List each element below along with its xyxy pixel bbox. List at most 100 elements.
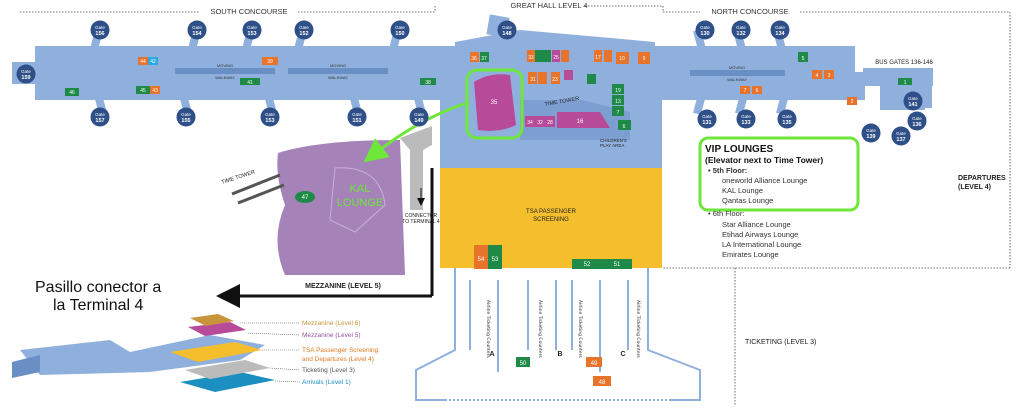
- legend-item: Mezzanine (Level 5): [302, 332, 361, 339]
- shop-label: 54: [478, 257, 485, 263]
- kal-lounge-label: LOUNGE: [337, 197, 383, 209]
- gate-word: Gate: [700, 25, 710, 30]
- shop-label: 6: [756, 88, 759, 94]
- moving-walkway-label: MOVING: [330, 63, 346, 68]
- legend-item: Mezzanine (Level 6): [302, 320, 361, 327]
- gate-number: 131: [702, 120, 711, 126]
- tsa-title: TSA PASSENGER: [526, 209, 577, 215]
- gate-circle: [390, 20, 410, 40]
- connector-to-terminal-4: CONNECTOR TO TERMINAL 4: [216, 126, 440, 308]
- connector-label: TO TERMINAL 4: [402, 219, 440, 225]
- shop-label: 5: [802, 56, 805, 62]
- gate-word: Gate: [741, 114, 751, 119]
- south-concourse-label: SOUTH CONCOURSE: [210, 7, 287, 16]
- shop-label: 16: [577, 119, 584, 125]
- shop-label: 36: [471, 56, 477, 62]
- mezzanine-level-5: KAL LOUNGE 47 TIME TOWER MEZZANINE (LEVE…: [221, 140, 405, 290]
- gate-circle: [294, 20, 314, 40]
- shop-label: 1: [904, 80, 907, 86]
- gate-number: 133: [741, 120, 750, 126]
- gate-number: 153: [247, 31, 256, 37]
- gate-number: 134: [775, 31, 785, 37]
- south-walkways: MOVING WALKWAY MOVING WALKWAY: [175, 63, 388, 80]
- north-concourse-label: NORTH CONCOURSE: [711, 7, 788, 16]
- shop-label: 4: [816, 73, 819, 79]
- gate-number: 159: [21, 75, 30, 81]
- shop-label: 13: [615, 99, 621, 105]
- shop-label: 34: [527, 120, 533, 126]
- shop-label: 35: [491, 100, 498, 106]
- annotation-line-2: la Terminal 4: [53, 297, 144, 314]
- ticketing-counter-label: Airline Ticketing Counters: [577, 300, 583, 358]
- ticketing-counter-label: Airline Ticketing Counters: [537, 300, 543, 358]
- gate-circle: [409, 107, 429, 127]
- gate-word: Gate: [95, 112, 105, 117]
- gate-word: Gate: [181, 112, 191, 117]
- gate-circle: [347, 107, 367, 127]
- legend-item: and Departures (Level 4): [302, 356, 374, 363]
- gate-circle: [903, 91, 923, 111]
- moving-walkway-label: WALKWAY: [215, 75, 235, 80]
- gate-word: Gate: [265, 112, 275, 117]
- south-concourse-shops: 46 44 42 45 43 41 39 38: [65, 57, 436, 96]
- gate-number: 155: [181, 118, 190, 124]
- great-hall-shops: 33 25 17 10 9 31 23 34 32 28 16 19 13 7 …: [470, 50, 650, 130]
- shop-label: 6: [623, 124, 626, 130]
- departures-label: DEPARTURES: [958, 175, 1006, 182]
- gate-number: 137: [896, 137, 905, 143]
- shop-label: 45: [140, 88, 146, 94]
- gate-circle: [891, 126, 911, 146]
- vip-subtitle: (Elevator next to Time Tower): [705, 155, 823, 165]
- vip-lounge-item: Etihad Airways Lounge: [722, 230, 798, 239]
- shop-label: 38: [425, 80, 431, 86]
- vip-title: VIP LOUNGES: [705, 144, 773, 155]
- shop-label: 46: [69, 90, 75, 96]
- shop-label: 19: [615, 88, 621, 94]
- vip-lounge-item: Star Alliance Lounge: [722, 220, 791, 229]
- mezzanine-title: MEZZANINE (LEVEL 5): [305, 283, 381, 290]
- gate-word: Gate: [352, 112, 362, 117]
- shop-label: 7: [617, 110, 620, 116]
- concourse-header-lines: [20, 5, 1011, 405]
- shop-label: 52: [584, 262, 591, 268]
- gate-word: Gate: [299, 25, 309, 30]
- shop-label: 28: [547, 120, 553, 126]
- gate-number: 141: [908, 102, 917, 108]
- shop-label: 7: [744, 88, 747, 94]
- ticketing-letter-a: A: [489, 351, 494, 358]
- gate-circle: [731, 20, 751, 40]
- gate-word: Gate: [782, 114, 792, 119]
- shop-label: 32: [537, 120, 543, 126]
- gate-number: 139: [866, 134, 875, 140]
- shop-label: 37: [481, 56, 487, 62]
- gate-number: 153: [265, 118, 274, 124]
- vip-lounges-panel: VIP LOUNGES (Elevator next to Time Tower…: [698, 136, 860, 259]
- shop-label: 2: [851, 99, 854, 105]
- level-legend: Mezzanine (Level 6)Mezzanine (Level 5)TS…: [302, 320, 379, 386]
- moving-walkway-label: MOVING: [729, 65, 745, 70]
- ticketing-shops: 50 49 48: [516, 357, 611, 386]
- gate-number: 130: [700, 31, 709, 37]
- gate-number: 132: [736, 31, 745, 37]
- gate-word: Gate: [21, 69, 31, 74]
- great-hall: [440, 14, 662, 168]
- mezzanine-time-tower-label: TIME TOWER: [221, 169, 256, 186]
- shop-label: 50: [520, 361, 527, 367]
- tsa-title: SCREENING: [533, 217, 569, 223]
- gate-circle: [861, 123, 881, 143]
- gate-word: Gate: [912, 116, 922, 121]
- ticketing-counter-label: Airline Ticketing Counters: [485, 300, 491, 358]
- gate-word: Gate: [736, 25, 746, 30]
